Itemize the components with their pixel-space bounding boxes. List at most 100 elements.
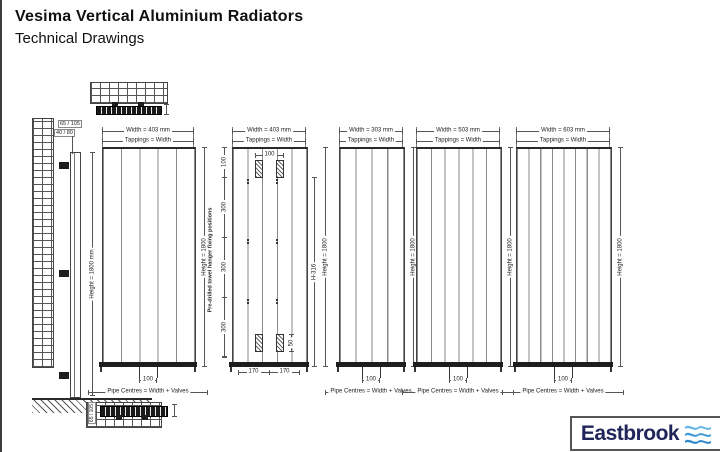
inner-height-dimension: H-316: [311, 177, 318, 367]
pipe-stub: [139, 367, 140, 378]
bottom-collector: [513, 362, 613, 367]
height-dimension: Height = 1800: [410, 147, 417, 367]
pipe-centres-dimension: Pipe Centres = Width + Valves: [88, 388, 208, 396]
width-dimension-label: Width = 403 mm: [124, 127, 172, 135]
height-dimension: Height = 1800: [201, 147, 208, 367]
valve-stub: [337, 367, 339, 372]
dim-tick: [269, 370, 270, 375]
pipe-centres-dimension: Pipe Centres = Width + Valves: [502, 388, 624, 396]
depth-dimension: [172, 404, 177, 417]
plan-offset-label: 65 / 105: [88, 402, 96, 425]
fixing-dim-label: 300: [221, 199, 228, 215]
bottom-collector: [413, 362, 503, 367]
valve-stub: [194, 367, 196, 372]
dim-tick: [222, 357, 227, 358]
dim-tick: [222, 237, 227, 238]
pipe-stub: [157, 367, 158, 378]
extension-line: [193, 127, 194, 147]
radiator-side-profile: [70, 152, 81, 398]
hanger-bracket: [276, 334, 284, 352]
bracket-clip: [142, 415, 148, 420]
valve-stub: [514, 367, 516, 372]
extension-line: [102, 127, 103, 147]
radiator-body: [339, 147, 405, 365]
dim-tick: [222, 177, 227, 178]
height-dimension-label: Height = 1800: [322, 236, 329, 278]
valve-stub: [100, 367, 102, 372]
tappings-dimension-label: Tappings = Width: [122, 137, 174, 145]
bottom-collector: [99, 362, 197, 367]
tappings-dimension-label: Tappings = Width: [432, 137, 484, 145]
pipe-spacing-label: 100: [450, 376, 466, 384]
bottom-collector: [336, 362, 406, 367]
page-subtitle: Technical Drawings: [15, 30, 145, 47]
pipe-centres-label: Pipe Centres = Width + Valves: [415, 388, 501, 396]
hanger-bracket: [255, 160, 263, 178]
wall-plan: [90, 82, 168, 104]
tappings-dimension: Tappings = Width: [232, 137, 306, 145]
fixing-hole: [275, 239, 278, 241]
wall-section: [32, 118, 54, 368]
pipe-stub: [362, 367, 363, 378]
radiator-front-view: Width = 303 mm Tappings = Width Height =…: [325, 120, 417, 412]
radiator-front-view: Width = 503 mm Tappings = Width Height =…: [402, 120, 514, 412]
height-dimension: Height = 1800: [507, 147, 514, 367]
pipe-centres-label: Pipe Centres = Width + Valves: [105, 388, 191, 396]
plan-view-bottom: 65 / 105: [86, 402, 180, 450]
bracket-clip: [112, 102, 118, 107]
width-dimension-label: Width = 603 mm: [539, 127, 587, 135]
tappings-dimension: Tappings = Width: [102, 137, 194, 145]
valve-stub: [414, 367, 416, 372]
fixing-hole: [275, 299, 278, 301]
bracket-side-dimension: 50: [288, 334, 295, 352]
eastbrook-wave-icon: [685, 425, 712, 444]
pipe-spacing-dimension: 100: [554, 376, 572, 384]
hanger-bracket: [255, 334, 263, 352]
wall-offset-label-top: 65 / 105: [58, 120, 82, 128]
radiator-plan-section: [100, 406, 168, 417]
width-dimension-label: Width = 403 mm: [245, 127, 293, 135]
page-title: Vesima Vertical Aluminium Radiators: [15, 8, 304, 25]
bracket-dimension: 100: [255, 151, 284, 159]
tappings-dimension: Tappings = Width: [516, 137, 610, 145]
extension-line: [416, 127, 417, 147]
eastbrook-logo-text: Eastbrook: [580, 421, 680, 445]
extension-line: [339, 127, 340, 147]
pipe-spacing-dimension: 100: [362, 376, 380, 384]
wall-offset-label-bottom: 40 / 80: [54, 129, 75, 137]
pipe-stub: [449, 367, 450, 378]
valve-stub: [230, 367, 232, 372]
extension-line: [609, 127, 610, 147]
dim-tick: [222, 297, 227, 298]
valve-stub: [403, 367, 405, 372]
radiator-body: [416, 147, 502, 365]
pipe-stub: [554, 367, 555, 378]
valve-stub: [610, 367, 612, 372]
radiator-front-view: Width = 403 mm Tappings = Width Height =…: [88, 120, 208, 412]
fixing-hole: [246, 299, 249, 301]
radiator-front-view: Width = 403 mm Tappings = Width Height =…: [207, 120, 329, 412]
pipe-stub: [467, 367, 468, 378]
bottom-collector: [229, 362, 309, 367]
pipe-spacing-dimension: 100: [139, 376, 157, 384]
side-height-dimension: Height = 1800 mm: [89, 152, 96, 396]
height-dimension: Height = 1800: [617, 147, 624, 367]
width-dimension: Width = 403 mm: [232, 127, 306, 135]
fixing-hole: [246, 239, 249, 241]
bracket-dimension-label: 100: [262, 151, 277, 159]
extension-line: [305, 127, 306, 147]
pipe-stub: [380, 367, 381, 378]
radiator-plan-section: [96, 106, 162, 115]
height-dimension-label: Height = 1800: [617, 236, 624, 278]
radiator-front-view: Width = 603 mm Tappings = Width Height =…: [502, 120, 624, 412]
width-dimension: Width = 503 mm: [416, 127, 500, 135]
extension-line: [499, 127, 500, 147]
height-dimension-label: Height = 1800: [507, 236, 514, 278]
pipe-centres-dimension: Pipe Centres = Width + Valves: [402, 388, 514, 396]
bottom-dim-label: 170: [277, 368, 292, 376]
tappings-dimension: Tappings = Width: [339, 137, 403, 145]
depth-dimension: [164, 104, 169, 115]
